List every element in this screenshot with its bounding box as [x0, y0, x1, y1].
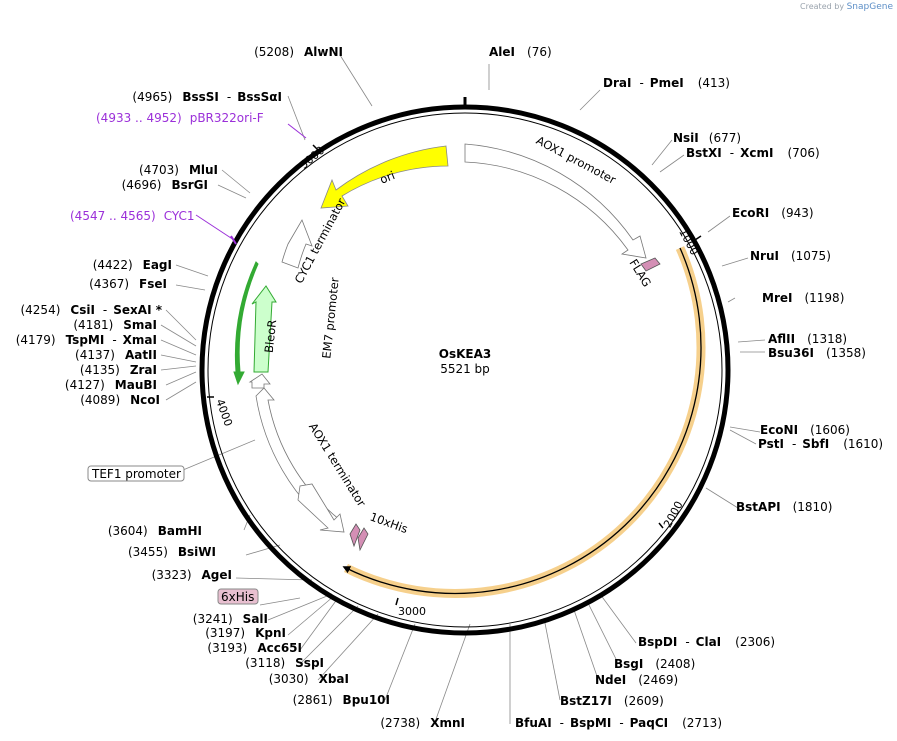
site-xbai[interactable]: (3030)XbaI — [269, 672, 349, 686]
feature-10xhis-a[interactable] — [349, 523, 361, 548]
snapgene-credit: Created by SnapGene — [800, 2, 893, 12]
site-bpu10i[interactable]: (2861)Bpu10I — [293, 693, 390, 707]
site-maubi[interactable]: (4127)MauBI — [65, 378, 157, 392]
primer-name: pBR322ori-F — [190, 111, 264, 125]
site-csii-sexai[interactable]: (4254)CsiI-SexAI * — [20, 303, 162, 317]
feature-ori[interactable] — [320, 145, 449, 209]
site-econi[interactable]: EcoNI(1606) — [760, 423, 850, 437]
site-acc65i[interactable]: (3193)Acc65I — [207, 641, 302, 655]
feature-bleor-label: BleoR — [262, 319, 279, 353]
primer-cyc1-mark — [230, 235, 237, 245]
feature-flag[interactable] — [640, 257, 661, 272]
site-bfuai-bspmi-paqci[interactable]: BfuAI-BspMI-PaqCI(2713) — [515, 716, 722, 730]
feature-10xhis-label: 10xHis — [368, 510, 410, 537]
site-ncoi[interactable]: (4089)NcoI — [80, 393, 160, 407]
site-bspdi-clai[interactable]: BspDI-ClaI(2306) — [638, 635, 775, 649]
site-fsei[interactable]: (4367)FseI — [89, 277, 167, 291]
primer-pos: (4547 .. 4565) — [70, 209, 156, 223]
feature-em7-promoter-label: EM7 promoter — [319, 276, 341, 359]
snapgene-logo: SnapGene — [846, 2, 893, 12]
ruler-label-3000: 3000 — [398, 605, 426, 618]
site-mlui[interactable]: (4703)MluI — [139, 163, 218, 177]
site-kpni[interactable]: (3197)KpnI — [205, 626, 286, 640]
site-ndei[interactable]: NdeI(2469) — [595, 673, 678, 687]
feature-em7-promoter[interactable] — [248, 373, 271, 389]
site-bstxi-xcmi[interactable]: BstXI-XcmI(706) — [686, 146, 820, 160]
primer-name: CYC1 — [164, 209, 195, 223]
primer-cyc1-line — [195, 214, 235, 241]
feature-tef1-promoter[interactable] — [297, 483, 345, 533]
6xhis-box — [217, 588, 259, 605]
site-alwni[interactable]: (5208)AlwNI — [254, 45, 343, 59]
site-aflii[interactable]: AflII(1318) — [768, 332, 847, 346]
primer-cyc1: (4547 .. 4565) CYC1 — [70, 209, 195, 223]
site-bstz17i[interactable]: BstZ17I(2609) — [560, 694, 664, 708]
site-alei[interactable]: AleI(76) — [489, 45, 552, 59]
6xhis-label: 6xHis — [221, 590, 254, 604]
site-psti-sbfi[interactable]: PstI-SbfI(1610) — [758, 437, 883, 451]
site-bsiwi[interactable]: (3455)BsiWI — [128, 545, 216, 559]
tef1-promoter-box — [87, 465, 185, 482]
feature-aox1-promoter[interactable] — [464, 143, 647, 259]
site-nsii[interactable]: NsiI(677) — [673, 131, 741, 145]
site-bsrgi[interactable]: (4696)BsrGI — [122, 178, 208, 192]
site-bstapi[interactable]: BstAPI(1810) — [736, 500, 832, 514]
sites-left: (5208)AlwNI (4965)BssSI-BssSαI (4703)Mlu… — [16, 45, 465, 730]
site-bamhi[interactable]: (3604)BamHI — [108, 524, 202, 538]
feature-10xhis-b[interactable] — [357, 527, 369, 552]
sites-right: AleI(76) DraI-PmeI(413) NsiI(677) BstXI-… — [489, 45, 883, 730]
site-sali[interactable]: (3241)SalI — [193, 612, 268, 626]
feature-cyc1-terminator[interactable] — [281, 219, 313, 269]
site-tspmi-xmai[interactable]: (4179)TspMI-XmaI — [16, 333, 157, 347]
site-mrei[interactable]: MreI(1198) — [762, 291, 844, 305]
leader-lines — [160, 54, 766, 724]
site-sspi[interactable]: (3118)SspI — [245, 656, 324, 670]
credit-prefix: Created by — [800, 2, 845, 11]
primer-pbr322ori-f: (4933 .. 4952) pBR322ori-F — [96, 111, 264, 125]
site-bsssi-bsssai[interactable]: (4965)BssSI-BssSαI — [132, 90, 282, 104]
site-aatii[interactable]: (4137)AatII — [75, 348, 157, 362]
orf-highlight — [344, 246, 706, 598]
site-xmni[interactable]: (2738)XmnI — [380, 716, 465, 730]
plasmid-length: 5521 bp — [440, 362, 490, 376]
plasmid-name: OsKEA3 — [439, 347, 491, 361]
site-smai[interactable]: (4181)SmaI — [73, 318, 157, 332]
orf-arrow — [342, 247, 702, 595]
primer-pbr322ori-f-line — [287, 123, 307, 139]
ruler-ticks — [207, 144, 702, 606]
ruler-label-4000: 4000 — [213, 397, 235, 428]
feature-bleor-arc — [233, 261, 259, 386]
plasmid-backbone-inner — [207, 112, 723, 628]
feature-bleor[interactable] — [251, 285, 277, 373]
feature-ori-label: ori — [378, 168, 397, 187]
site-eagi[interactable]: (4422)EagI — [93, 258, 172, 272]
site-ecori[interactable]: EcoRI(943) — [732, 206, 814, 220]
site-agei[interactable]: (3323)AgeI — [152, 568, 232, 582]
primer-pos: (4933 .. 4952) — [96, 111, 182, 125]
site-zrai[interactable]: (4135)ZraI — [80, 363, 157, 377]
site-nrui[interactable]: NruI(1075) — [750, 249, 831, 263]
tef1-promoter-label: TEF1 promoter — [91, 467, 181, 481]
site-bsu36i[interactable]: Bsu36I(1358) — [768, 346, 866, 360]
site-bsgi[interactable]: BsgI(2408) — [614, 657, 695, 671]
site-drai-pmei[interactable]: DraI-PmeI(413) — [603, 76, 730, 90]
